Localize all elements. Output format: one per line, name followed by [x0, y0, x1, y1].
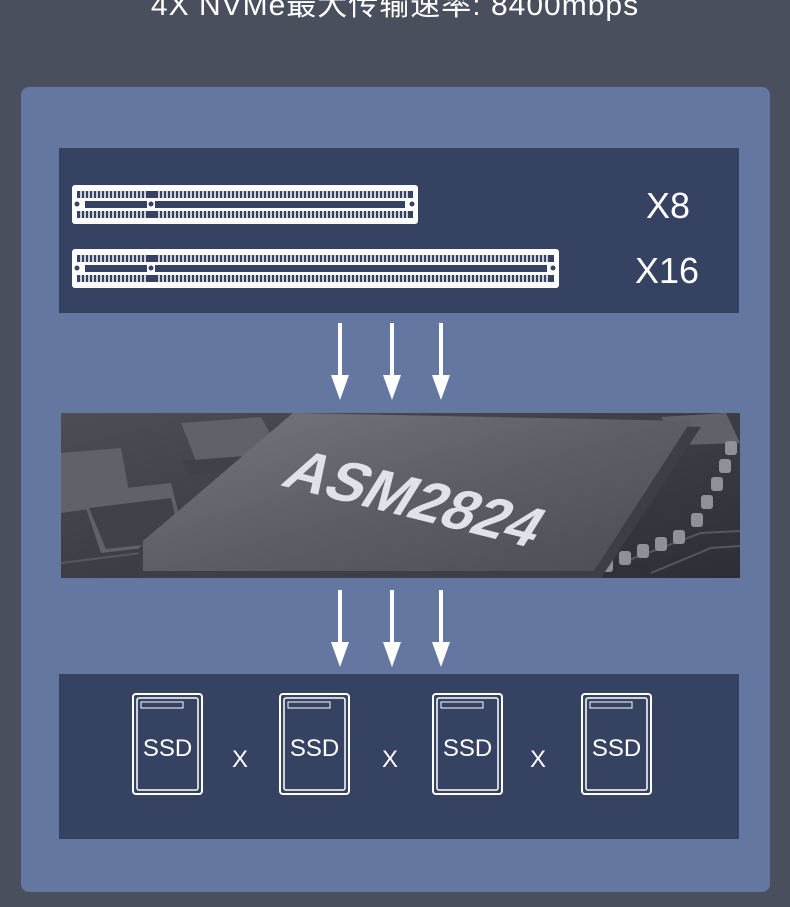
pcie-slots-graphic: [72, 185, 559, 288]
diagram-card: X8 X16: [21, 87, 770, 892]
arrow-down-icon: [383, 323, 401, 400]
ssd-icon: SSD: [279, 693, 350, 795]
ssd-row-graphic: SSD SSD SSD SSD: [132, 693, 652, 795]
down-arrows-top: [331, 323, 450, 400]
pcie-x16-slot-icon: [72, 249, 559, 288]
ssd-label: SSD: [592, 735, 641, 762]
ssd-panel: SSD SSD SSD SSD X X X: [59, 674, 739, 839]
arrow-down-icon: [432, 590, 450, 667]
arrow-down-icon: [331, 323, 349, 400]
ssd-icon: SSD: [581, 693, 652, 795]
ssd-icon: SSD: [432, 693, 503, 795]
arrow-down-icon: [383, 590, 401, 667]
multiply-separator: X: [530, 746, 547, 773]
x16-lane-label: X16: [635, 250, 700, 291]
asm2824-chip-illustration: ASM2824: [61, 413, 740, 578]
top-caption: 4X NVMe最大传输速率: 8400mbps: [150, 0, 640, 22]
pcie-x8-slot-icon: [72, 185, 418, 224]
arrow-down-icon: [432, 323, 450, 400]
ssd-icon: SSD: [132, 693, 203, 795]
down-arrows-bottom: [331, 590, 450, 667]
pcie-slot-panel: X8 X16: [59, 148, 739, 313]
ssd-label: SSD: [143, 735, 192, 762]
ssd-label: SSD: [443, 735, 492, 762]
x8-lane-label: X8: [646, 185, 691, 226]
multiply-separator: X: [232, 746, 249, 773]
chip-image: ASM2824: [61, 413, 740, 578]
arrow-down-icon: [331, 590, 349, 667]
multiply-separator: X: [382, 746, 399, 773]
ssd-label: SSD: [290, 735, 339, 762]
